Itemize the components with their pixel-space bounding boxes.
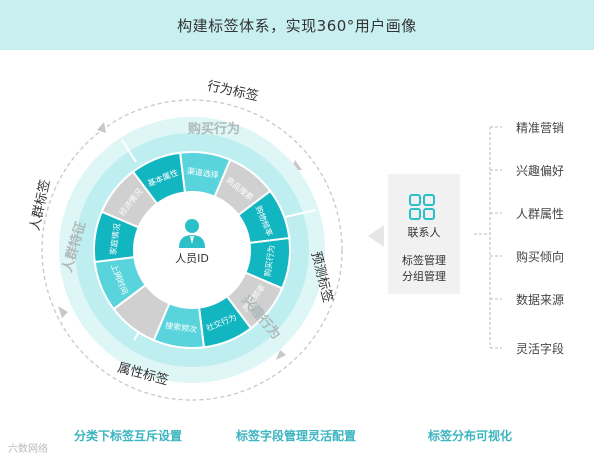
band-divider xyxy=(284,209,317,218)
tag-list-item: 数据来源 xyxy=(515,292,564,307)
outer-label-crowd: 人群标签 xyxy=(27,178,53,232)
band-divider xyxy=(121,139,137,163)
watermark: 六数网络 xyxy=(8,444,48,455)
ring-segment-label: 搜索频次 xyxy=(165,320,198,334)
tag-list-item: 人群属性 xyxy=(515,206,564,221)
feature-distribution-visual: 标签分布可视化 xyxy=(428,429,513,443)
user-icon xyxy=(179,219,205,248)
center-label: 人员ID xyxy=(175,252,209,265)
tag-list-item: 灵活字段 xyxy=(515,341,564,356)
tag-list-item: 购买倾向 xyxy=(515,249,564,264)
feature-mutual-exclusion: 分类下标签互斥设置 xyxy=(74,429,183,443)
ring-segment xyxy=(131,151,187,206)
panel-line-group-management: 分组管理 xyxy=(402,270,446,283)
ring-segment-label: 家庭情况 xyxy=(108,223,122,256)
arrow-mark xyxy=(276,350,286,360)
header-bar: 构建标签体系，实现360°用户画像 xyxy=(0,0,594,50)
outer-label-behavior: 行为标签 xyxy=(206,78,260,104)
grid-icon xyxy=(409,194,435,220)
arrow-mark xyxy=(97,122,106,133)
tag-list-item: 兴趣偏好 xyxy=(515,163,564,178)
feature-field-config: 标签字段管理灵活配置 xyxy=(236,429,357,443)
page-title: 构建标签体系，实现360°用户画像 xyxy=(177,16,417,35)
ring-segment-label: 购买行为 xyxy=(262,244,276,277)
outer-dashed-circle xyxy=(41,99,343,401)
tag-list-item: 精准营销 xyxy=(515,120,564,135)
center-core xyxy=(134,192,250,308)
panel-title: 联系人 xyxy=(407,226,441,239)
ring-segment-label: 渠道选择 xyxy=(186,166,219,180)
contact-panel[interactable]: 联系人 标签管理 分组管理 xyxy=(388,174,460,294)
panel-line-tag-management: 标签管理 xyxy=(402,254,446,267)
arrow-mark xyxy=(58,306,68,318)
ring-label-purchase: 购买行为 xyxy=(188,121,240,137)
panel-arrow xyxy=(368,225,384,247)
